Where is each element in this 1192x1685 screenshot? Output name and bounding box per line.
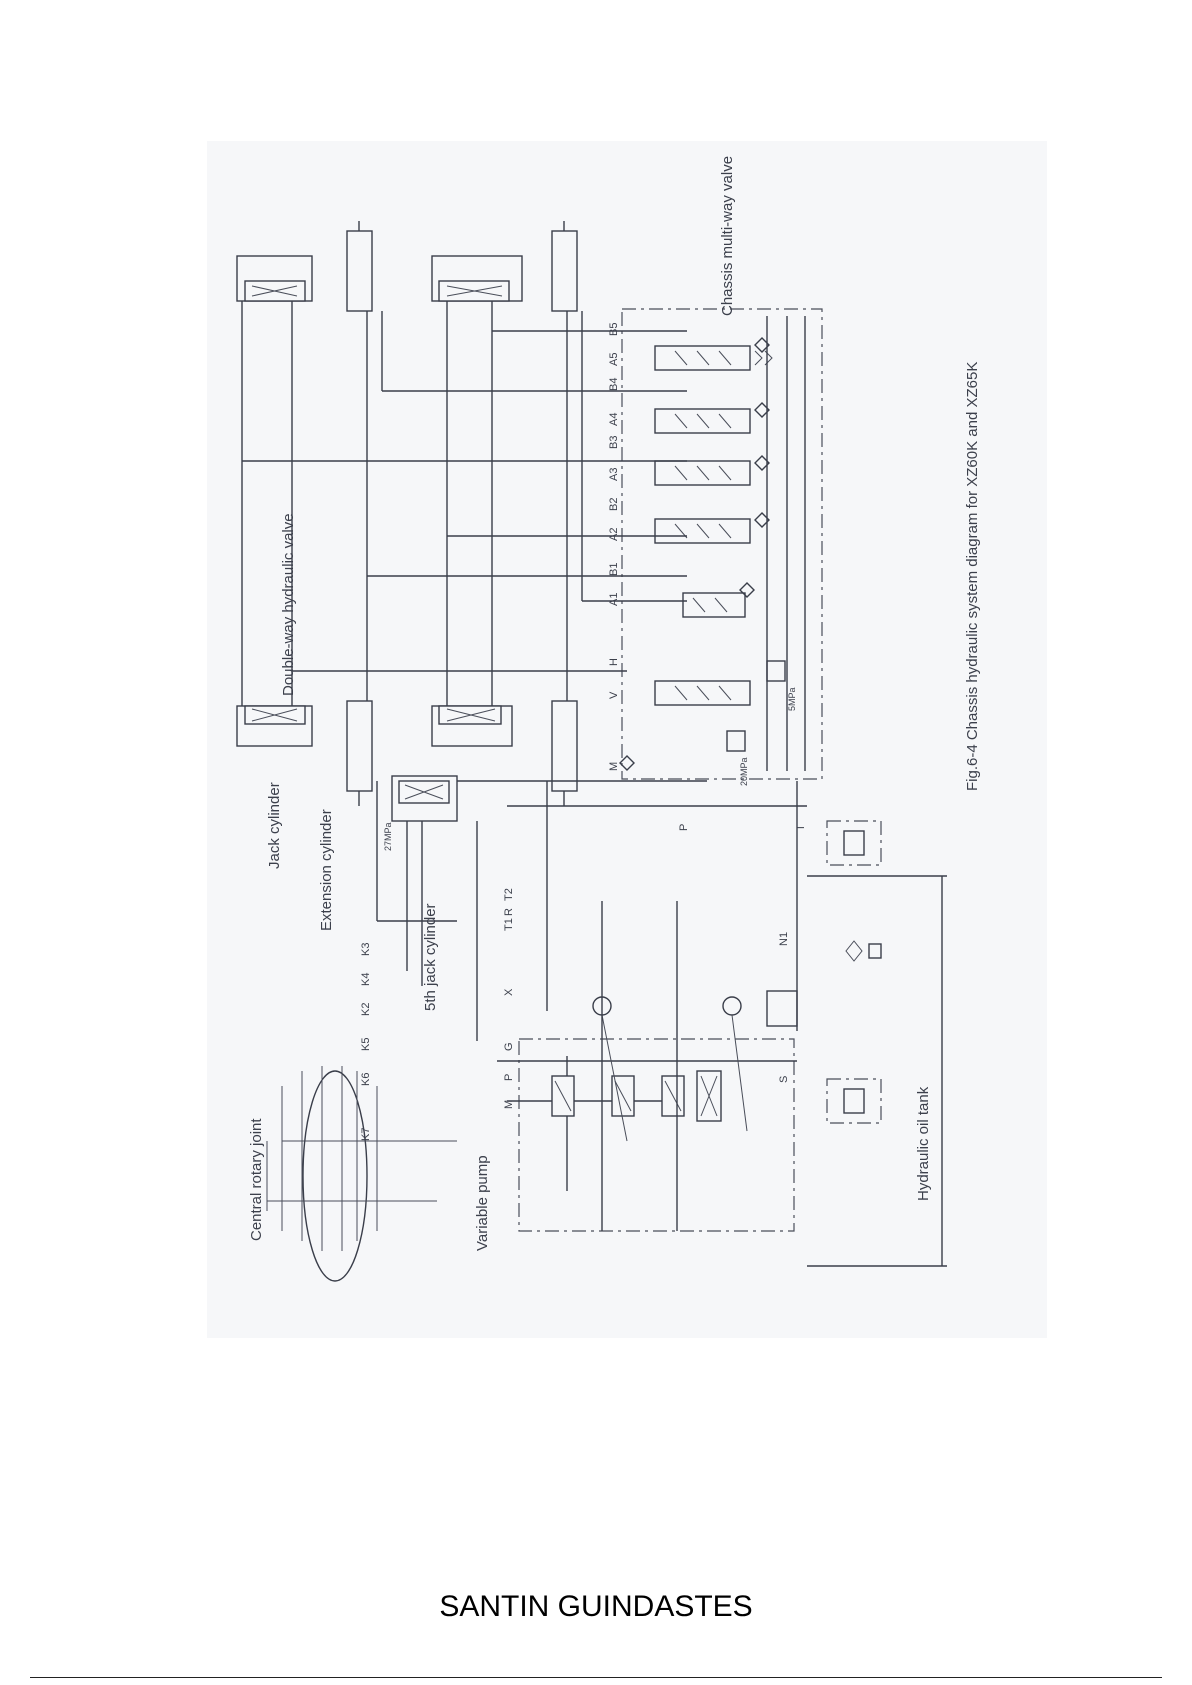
port-k4: K4	[360, 973, 372, 986]
valve-section-a5	[654, 337, 773, 371]
pump-port-m: M	[503, 1100, 515, 1109]
valve-port-b5: B5	[608, 323, 620, 336]
hydraulic-oil-tank-label: Hydraulic oil tank	[915, 1086, 932, 1201]
valve-section-v	[654, 680, 751, 706]
valve-port-b2: B2	[608, 498, 620, 511]
valve-section-a3	[654, 455, 770, 486]
fifth-jack-cylinder	[391, 775, 458, 822]
variable-pump-label: Variable pump	[474, 1155, 491, 1251]
pump-port-x: X	[503, 988, 515, 996]
port-k6: K6	[360, 1073, 372, 1086]
valve-section-a2	[654, 512, 770, 544]
valve-port-a3: A3	[608, 468, 620, 481]
pressure-27-label: 27MPa	[383, 822, 393, 851]
rotary-ports: K7 K6 K5 K2 K4 K3	[360, 943, 372, 1141]
jack-cylinder-upper	[236, 255, 313, 302]
valve-port-b3: B3	[608, 436, 620, 449]
jack-cylinder-right	[431, 255, 523, 302]
valve-port-a2: A2	[608, 528, 620, 541]
valve-port-a5: A5	[608, 353, 620, 366]
chassis-multi-way-valve	[619, 308, 823, 780]
pressure-20-label: 20MPa	[739, 757, 749, 786]
extension-cylinder-lower-right	[551, 700, 578, 806]
pump-port-p: P	[503, 1074, 515, 1081]
port-k7: K7	[360, 1128, 372, 1141]
valve-port-m: M	[608, 762, 620, 771]
bottom-rule	[30, 1677, 1162, 1678]
pump-port-n1: N1	[778, 932, 790, 946]
pump-port-t2: T2	[503, 888, 515, 901]
valve-port-a4: A4	[608, 413, 620, 426]
pressure-5-label: 5MPa	[787, 687, 797, 711]
hydraulic-oil-tank	[807, 820, 947, 1267]
port-k2: K2	[360, 1003, 372, 1016]
double-way-valve-label: Double-way hydraulic valve	[280, 513, 297, 696]
pump-port-s: S	[778, 1076, 790, 1083]
extension-cylinder-label: Extension cylinder	[318, 809, 335, 931]
valve-port-a1: A1	[608, 593, 620, 606]
valve-port-v: V	[608, 691, 620, 699]
valve-port-b1: B1	[608, 563, 620, 576]
extension-cylinder-right	[551, 221, 578, 312]
extension-cylinder-upper	[346, 221, 373, 312]
pump-port-r: R	[503, 908, 515, 916]
valve-port-p: P	[678, 824, 690, 831]
variable-pump	[497, 901, 798, 1232]
fifth-jack-cylinder-label: 5th jack cylinder	[422, 903, 439, 1011]
extension-cylinder-lower-left	[346, 700, 373, 806]
central-rotary-joint-label: Central rotary joint	[248, 1118, 265, 1241]
footer-brand: SANTIN GUINDASTES	[439, 1590, 753, 1623]
valve-section-a1	[682, 582, 755, 618]
valve-port-b4: B4	[608, 378, 620, 391]
hydraulic-schematic: Central rotary joint Variable pump Jack …	[236, 156, 981, 1282]
jack-cylinder-lower-left	[236, 705, 313, 747]
valve-ports: M V H A1 B1 A2 B2 A3 B3 A4 B4 A5 B5 P T	[608, 323, 807, 831]
valve-port-h: H	[608, 658, 620, 666]
port-k3: K3	[360, 943, 372, 956]
figure-caption: Fig.6-4 Chassis hydraulic system diagram…	[964, 362, 981, 791]
schematic-scan: Central rotary joint Variable pump Jack …	[207, 141, 1047, 1338]
jack-cylinder-lower-mid	[431, 705, 513, 747]
jack-cylinder-label: Jack cylinder	[266, 782, 283, 869]
pump-ports: M P G X T1 R T2 S N1	[503, 888, 790, 1109]
pipework	[241, 301, 807, 1041]
central-rotary-joint	[266, 1066, 457, 1282]
chassis-multi-way-valve-label: Chassis multi-way valve	[719, 156, 736, 316]
pump-port-t1: T1	[503, 918, 515, 931]
pump-port-g: G	[503, 1042, 515, 1051]
valve-section-a4	[654, 402, 770, 434]
valve-port-t: T	[795, 824, 807, 831]
port-k5: K5	[360, 1038, 372, 1051]
